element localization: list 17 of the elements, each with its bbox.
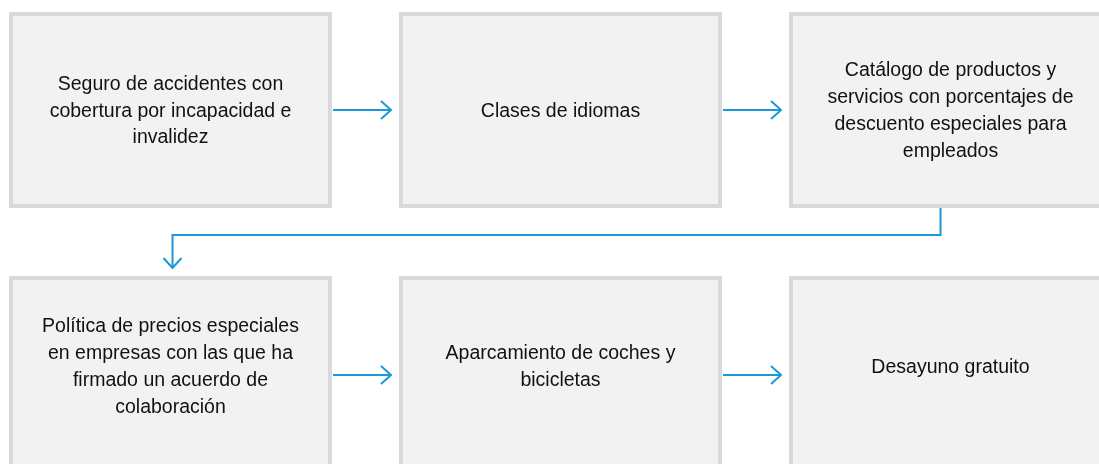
- process-box: [9, 276, 332, 464]
- box-text: Desayuno gratuito: [871, 353, 1030, 379]
- arrow: [722, 365, 782, 385]
- process-box: [789, 276, 1099, 464]
- arrow: [162, 207, 942, 269]
- process-box: [9, 12, 332, 208]
- arrow: [722, 100, 782, 120]
- box-text: Catálogo de productos y servicios con porcentajes de descuento especiales para empleados: [826, 57, 1075, 163]
- box-text: Clases de idiomas: [480, 97, 641, 123]
- box-text: Seguro de accidentes con cobertura por incapacidad e invalidez: [48, 70, 293, 150]
- arrow: [332, 100, 392, 120]
- arrow: [332, 365, 392, 385]
- process-box: [789, 12, 1099, 208]
- box-text: Política de precios especiales en empresas con las que ha firmado un acuerdo de colaboración: [41, 313, 300, 419]
- process-box: [399, 12, 722, 208]
- process-box: [399, 276, 722, 464]
- box-text: Aparcamiento de coches y bicicletas: [444, 340, 677, 392]
